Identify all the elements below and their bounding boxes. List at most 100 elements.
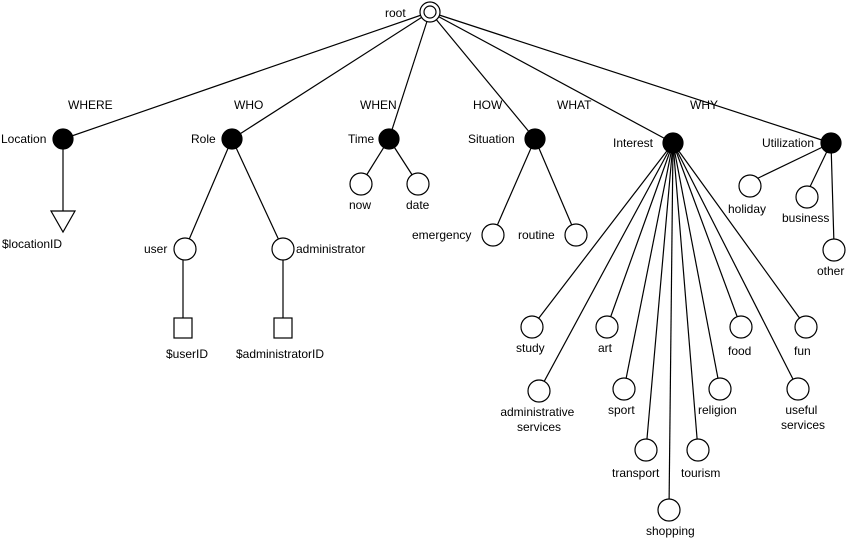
food-node bbox=[729, 315, 753, 339]
shopping-label: shopping bbox=[646, 524, 695, 538]
fun-label: fun bbox=[794, 344, 811, 358]
tourism-label: tourism bbox=[681, 466, 720, 480]
edge-interest-administrative-services bbox=[538, 142, 674, 392]
location-id-triangle bbox=[49, 210, 77, 234]
edge-root-utilization bbox=[429, 11, 832, 144]
edge-label-where: WHERE bbox=[68, 98, 113, 112]
edge-role-administrator bbox=[231, 138, 284, 250]
business-node bbox=[795, 185, 819, 209]
religion-node bbox=[708, 377, 732, 401]
useful-services-label: useful services bbox=[781, 403, 825, 432]
utilization-subtree: holiday business other bbox=[728, 174, 846, 278]
dimension-nodes bbox=[52, 128, 842, 154]
edge-root-location bbox=[62, 11, 431, 140]
transport-node bbox=[634, 438, 658, 462]
now-node bbox=[349, 172, 373, 196]
useful-services-label-line1: useful bbox=[785, 403, 817, 417]
root-node-inner bbox=[423, 5, 437, 19]
interest-subtree: study administrative services transport … bbox=[500, 315, 825, 538]
edge-interest-transport bbox=[645, 142, 674, 451]
other-label: other bbox=[817, 264, 844, 278]
study-label: study bbox=[516, 341, 545, 355]
situation-label: Situation bbox=[468, 132, 515, 146]
business-label: business bbox=[782, 211, 829, 225]
user-id-square bbox=[173, 317, 193, 339]
administrator-id-label: $administratorID bbox=[236, 347, 324, 361]
sport-label: sport bbox=[608, 403, 635, 417]
edge-label-why: WHY bbox=[690, 98, 718, 112]
edge-utilization-other bbox=[830, 142, 835, 246]
administrative-services-label: administrative services bbox=[500, 405, 577, 434]
emergency-label: emergency bbox=[412, 228, 471, 242]
transport-label: transport bbox=[612, 466, 660, 480]
study-node bbox=[520, 315, 544, 339]
fun-node bbox=[794, 315, 818, 339]
root-node: root bbox=[385, 1, 441, 23]
role-node bbox=[221, 128, 243, 150]
other-node bbox=[822, 238, 846, 262]
holiday-node bbox=[738, 174, 762, 198]
dimension-labels: Location Role Time Situation Interest Ut… bbox=[1, 132, 814, 150]
date-node bbox=[406, 172, 430, 196]
root-edges bbox=[62, 11, 832, 144]
location-node bbox=[52, 128, 74, 150]
location-subtree: $locationID bbox=[2, 210, 77, 251]
edge-label-how: HOW bbox=[473, 98, 503, 112]
utilization-label: Utilization bbox=[762, 136, 814, 150]
tourism-node bbox=[686, 438, 710, 462]
user-label: user bbox=[144, 242, 167, 256]
role-label: Role bbox=[191, 132, 216, 146]
edge-interest-sport bbox=[623, 142, 674, 390]
administrator-id-square bbox=[273, 317, 293, 339]
root-label: root bbox=[385, 6, 406, 20]
date-label: date bbox=[406, 198, 430, 212]
sport-node bbox=[612, 377, 636, 401]
edge-label-what: WHAT bbox=[557, 98, 592, 112]
edge-root-interest bbox=[429, 11, 674, 144]
edge-interest-fun bbox=[672, 142, 807, 328]
useful-services-label-line2: services bbox=[781, 418, 825, 432]
edge-label-who: WHO bbox=[234, 98, 263, 112]
time-subtree: now date bbox=[349, 172, 430, 212]
time-label: Time bbox=[348, 132, 375, 146]
situation-subtree: emergency routine bbox=[412, 223, 588, 247]
interest-node bbox=[662, 132, 684, 154]
administrative-services-node bbox=[527, 379, 551, 403]
edge-interest-art bbox=[606, 142, 674, 328]
user-id-label: $userID bbox=[166, 347, 208, 361]
edge-root-time bbox=[388, 11, 431, 140]
routine-label: routine bbox=[518, 228, 555, 242]
now-label: now bbox=[349, 198, 371, 212]
useful-services-node bbox=[786, 377, 810, 401]
administrator-node bbox=[271, 237, 295, 261]
administrative-services-label-line1: administrative bbox=[500, 405, 574, 419]
edge-role-user bbox=[184, 138, 233, 250]
edge-interest-tourism bbox=[672, 142, 699, 451]
edge-interest-useful-services bbox=[672, 142, 799, 390]
situation-node bbox=[524, 128, 546, 150]
edge-interest-study bbox=[531, 142, 674, 328]
edge-labels: WHERE WHO WHEN HOW WHAT WHY bbox=[68, 98, 718, 112]
art-node bbox=[595, 315, 619, 339]
edge-situation-routine bbox=[534, 138, 577, 236]
location-id-label: $locationID bbox=[2, 237, 62, 251]
administrative-services-label-line2: services bbox=[517, 420, 561, 434]
location-label: Location bbox=[1, 132, 46, 146]
religion-label: religion bbox=[698, 403, 737, 417]
art-label: art bbox=[598, 341, 613, 355]
edge-interest-food bbox=[672, 142, 742, 328]
time-node bbox=[378, 128, 400, 150]
emergency-node bbox=[481, 223, 505, 247]
role-subtree: user administrator $userID $administrato… bbox=[144, 237, 365, 361]
food-label: food bbox=[728, 344, 751, 358]
administrator-label: administrator bbox=[296, 242, 365, 256]
edge-interest-shopping bbox=[668, 142, 674, 511]
user-node bbox=[173, 237, 197, 261]
routine-node bbox=[564, 223, 588, 247]
interest-label: Interest bbox=[613, 136, 654, 150]
edge-root-role bbox=[231, 11, 431, 140]
utilization-node bbox=[820, 132, 842, 154]
edge-utilization-holiday bbox=[749, 142, 832, 183]
holiday-label: holiday bbox=[728, 202, 766, 216]
